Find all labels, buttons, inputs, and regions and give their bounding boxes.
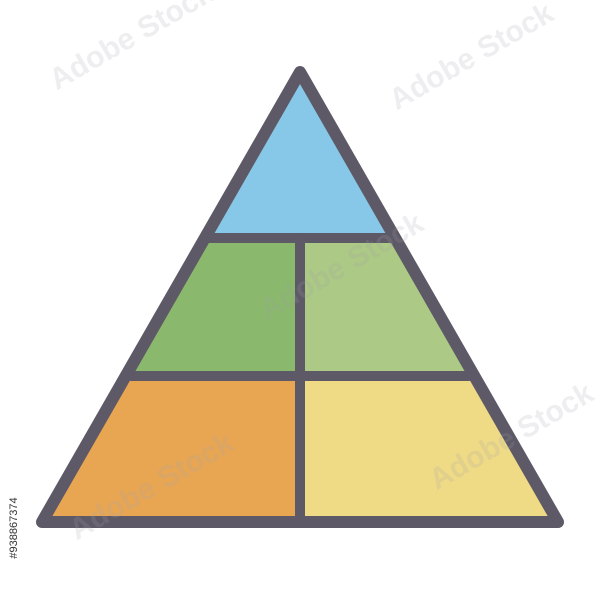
stock-id-label: #938867374 (8, 497, 20, 559)
pyramid-middle-left-section (131, 238, 300, 376)
pyramid-bottom-right-section (300, 376, 558, 522)
pyramid-middle-right-section (300, 238, 469, 376)
pyramid-bottom-left-section (42, 376, 300, 522)
pyramid-top-section (208, 72, 392, 238)
